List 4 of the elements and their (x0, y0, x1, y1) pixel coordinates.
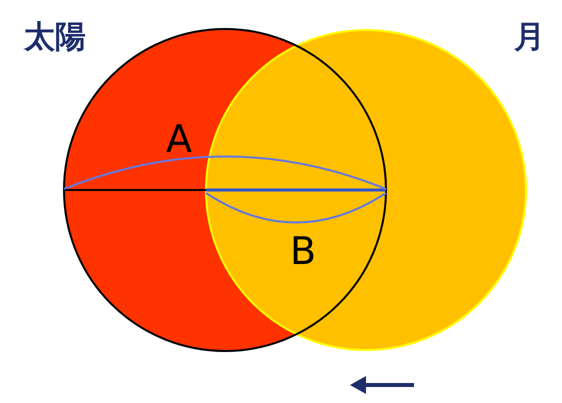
sun-label: 太陽 (24, 22, 86, 53)
region-label: B (290, 232, 316, 270)
region-label: A (166, 120, 192, 158)
moon-label: 月 (514, 22, 545, 53)
